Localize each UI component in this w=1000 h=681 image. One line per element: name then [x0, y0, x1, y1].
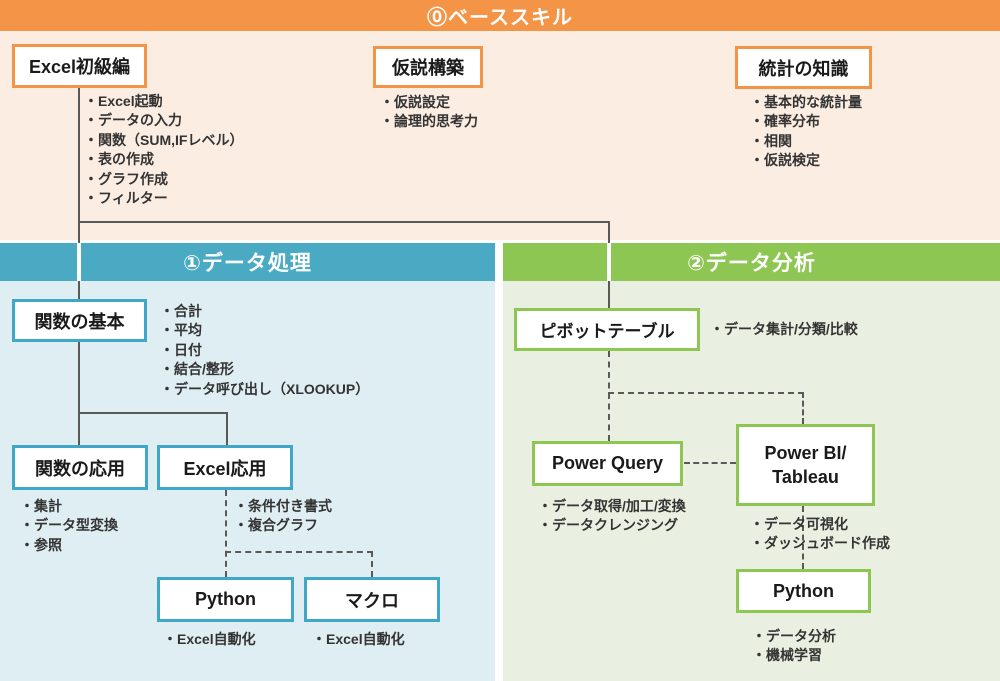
connector-to-macro: [371, 551, 373, 577]
connector-cross-processing-header: [77, 243, 81, 281]
box-excel-beginner-label: Excel初級編: [28, 57, 131, 77]
bullet-list-pivot-table: ・データ集計/分類/比較: [710, 320, 858, 339]
bullet-item: ・相関: [750, 132, 792, 149]
section-base-skill-header: ⓪ベーススキル: [0, 0, 1000, 31]
bullet-item: ・仮説設定: [380, 94, 450, 110]
bullet-item: ・Excel自動化: [163, 631, 256, 647]
box-statistics-knowledge: 統計の知識: [735, 46, 872, 89]
bullet-list-hypothesis: ・仮説設定・論理的思考力: [380, 93, 478, 132]
bullet-item: ・データ集計/分類/比較: [710, 321, 858, 337]
connector-to-power-bi: [802, 392, 804, 424]
box-power-bi-tableau: Power BI/Tableau: [736, 424, 875, 506]
box-macro-label: マクロ: [345, 590, 399, 611]
bullet-list-power-bi-tableau: ・データ可視化・ダッシュボード作成: [750, 515, 890, 554]
bullet-list-python-processing: ・Excel自動化: [163, 630, 256, 649]
bullet-item: ・仮説検定: [750, 152, 820, 169]
connector-func-branch-horizontal: [78, 412, 228, 414]
box-python-processing-label: Python: [195, 589, 256, 609]
bullet-list-python-analysis: ・データ分析・機械学習: [752, 627, 836, 666]
bullet-item: ・フィルター: [84, 190, 168, 207]
bullet-item: ・平均: [160, 322, 202, 339]
bullet-list-macro: ・Excel自動化: [312, 630, 405, 649]
connector-power-query-power-bi: [684, 462, 736, 464]
connector-python-macro-branch: [225, 551, 373, 553]
connector-cross-analysis-header: [607, 243, 611, 281]
bullet-item: ・日付: [160, 341, 202, 358]
box-function-basics: 関数の基本: [12, 299, 147, 342]
bullet-item: ・機械学習: [752, 647, 822, 664]
section-data-analysis-header: ②データ分析: [503, 243, 1000, 281]
bullet-list-function-basics: ・合計・平均・日付・結合/整形・データ呼び出し（XLOOKUP）: [160, 302, 369, 399]
bullet-item: ・データ取得/加工/変換: [538, 498, 686, 514]
box-excel-advanced-label: Excel応用: [183, 458, 267, 479]
bullet-item: ・データクレンジング: [538, 517, 678, 534]
connector-func-basic-down: [78, 342, 80, 445]
connector-excel-advanced-to-python: [225, 490, 227, 577]
bullet-item: ・集計: [20, 498, 62, 514]
bullet-item: ・ダッシュボード作成: [750, 535, 890, 552]
bullet-item: ・論理的思考力: [380, 113, 478, 130]
box-power-query-label: Power Query: [551, 453, 664, 473]
bullet-item: ・データ可視化: [750, 516, 848, 532]
bullet-item: ・表の作成: [84, 151, 154, 168]
bullet-item: ・グラフ作成: [84, 170, 168, 187]
power-bi-line1: Power BI/: [764, 442, 847, 463]
connector-pivot-to-power-query: [608, 351, 610, 441]
box-python-processing: Python: [157, 577, 294, 622]
box-function-advanced: 関数の応用: [12, 445, 148, 490]
bullet-item: ・Excel起動: [84, 93, 163, 109]
connector-base-horizontal: [78, 221, 610, 223]
box-excel-advanced: Excel応用: [157, 445, 293, 490]
box-macro: マクロ: [304, 577, 440, 622]
bullet-list-statistics: ・基本的な統計量・確率分布・相関・仮説検定: [750, 93, 862, 171]
bullet-item: ・結合/整形: [160, 361, 234, 378]
bullet-list-excel-advanced: ・条件付き書式・複合グラフ: [234, 497, 332, 536]
bullet-item: ・関数（SUM,IFレベル）: [84, 131, 244, 148]
box-pivot-table: ピボットテーブル: [514, 308, 700, 351]
box-excel-beginner: Excel初級編: [12, 44, 147, 88]
bullet-item: ・合計: [160, 303, 202, 319]
box-hypothesis-building: 仮説構築: [373, 46, 483, 88]
bullet-list-function-advanced: ・集計・データ型変換・参照: [20, 497, 118, 555]
bullet-item: ・データ呼び出し（XLOOKUP）: [160, 380, 370, 397]
box-hypothesis-building-label: 仮説構築: [392, 58, 464, 78]
power-bi-line2: Tableau: [772, 467, 839, 487]
bullet-list-power-query: ・データ取得/加工/変換・データクレンジング: [538, 497, 686, 536]
bullet-item: ・参照: [20, 536, 62, 553]
box-power-bi-tableau-label: Power BI/Tableau: [764, 441, 846, 490]
connector-pivot-branch-horizontal: [608, 392, 804, 394]
bullet-item: ・確率分布: [750, 113, 820, 130]
bullet-list-excel-beginner: ・Excel起動・データの入力・関数（SUM,IFレベル） ・表の作成・グラフ作成…: [84, 92, 243, 208]
bullet-item: ・データ型変換: [20, 517, 118, 534]
box-power-query: Power Query: [532, 441, 683, 486]
bullet-item: ・データ分析: [752, 628, 836, 644]
box-python-analysis-label: Python: [773, 580, 834, 601]
bullet-item: ・データの入力: [84, 112, 182, 129]
section-data-processing-header: ①データ処理: [0, 243, 495, 281]
box-python-analysis: Python: [736, 569, 871, 613]
bullet-item: ・基本的な統計量: [750, 94, 862, 110]
connector-excel-beginner-down: [78, 88, 80, 299]
box-function-advanced-label: 関数の応用: [35, 458, 125, 479]
section-base-skill-background: [0, 0, 1000, 240]
box-pivot-table-label: ピボットテーブル: [539, 322, 675, 341]
bullet-item: ・Excel自動化: [312, 631, 405, 647]
bullet-item: ・条件付き書式: [234, 498, 332, 514]
box-statistics-knowledge-label: 統計の知識: [758, 58, 849, 79]
connector-power-bi-to-python: [802, 506, 804, 569]
connector-to-excel-advanced: [226, 412, 228, 445]
bullet-item: ・複合グラフ: [234, 517, 318, 534]
box-function-basics-label: 関数の基本: [34, 311, 125, 332]
